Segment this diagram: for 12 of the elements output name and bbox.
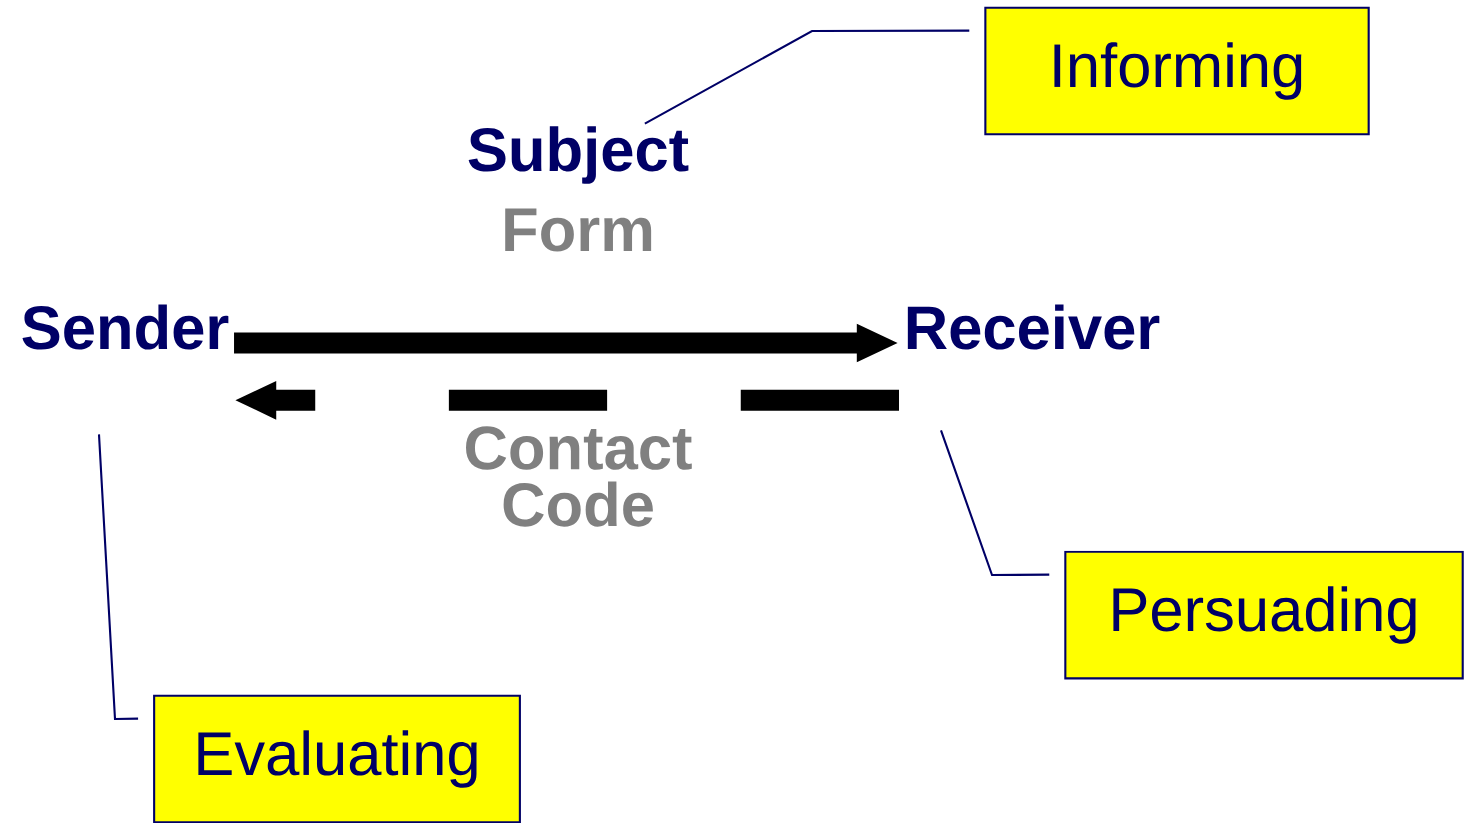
label-box: Persuading (1064, 550, 1464, 680)
label-box: Evaluating (153, 694, 521, 823)
node-label: Subject (468, 126, 689, 184)
label-text: Form (505, 208, 652, 252)
label-text: Contact (466, 426, 692, 470)
node-label: Receiver (907, 304, 1160, 350)
node-label: Sender (22, 304, 229, 350)
label-text: Code (503, 481, 653, 527)
leader-line (97, 434, 139, 721)
label-box: Informing (984, 6, 1370, 136)
leader-line (644, 29, 970, 125)
leader-line (940, 429, 1050, 577)
